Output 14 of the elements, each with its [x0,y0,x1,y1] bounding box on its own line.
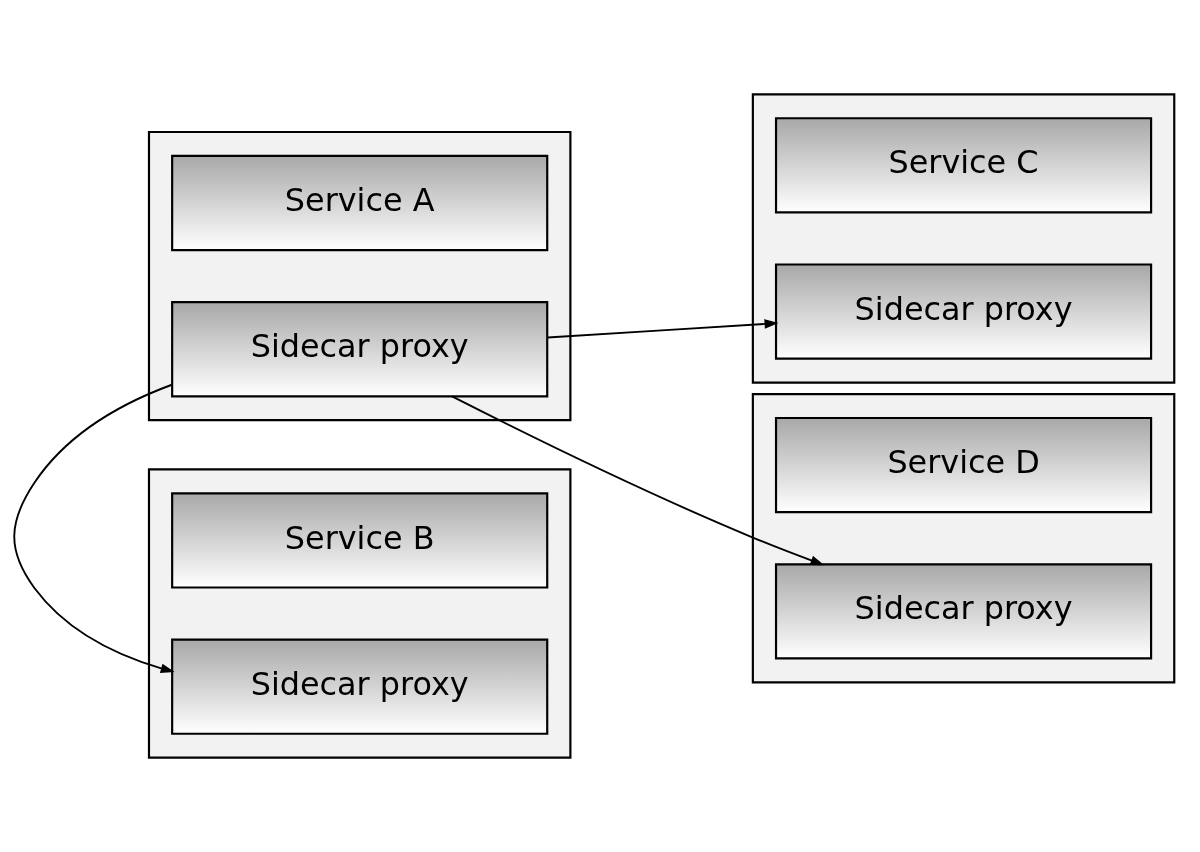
node-box: Sidecar proxy [774,563,1153,660]
cluster [147,130,572,422]
cluster [751,393,1176,684]
node-box: Sidecar proxy [774,263,1153,360]
node-box: Sidecar proxy [171,301,549,398]
node-box: Service B [171,492,549,589]
cluster [751,93,1176,384]
cluster [147,468,572,759]
arrow [546,319,779,339]
node-box: Sidecar proxy [171,638,549,735]
node-box: Service A [171,154,549,252]
node-box: Service D [774,416,1153,514]
arrow [13,383,175,673]
node-box: Service C [774,117,1153,214]
